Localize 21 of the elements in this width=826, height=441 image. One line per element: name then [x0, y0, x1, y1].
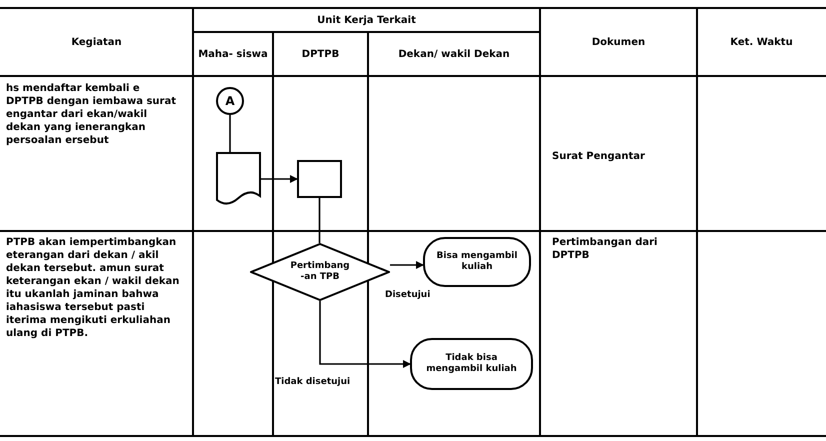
arrow [319, 301, 411, 368]
document-text: Pertimbangan dari DPTPB [552, 237, 658, 261]
activity-text: PTPB akan iempertimbangkan eterangan dari dekan / akil dekan tersebut. amun surat keterangan ekan / wakil dekan itu ukanlah jaminan bahwa iahasiswa tersebut pasti iterima mengikuti erkuliahan ulang di PTPB. [6, 237, 180, 339]
column-header: Kegiatan [71, 36, 122, 48]
arrow [261, 175, 298, 183]
column-header: Dekan/ wakil Dekan [398, 48, 510, 60]
document-symbol [216, 152, 261, 206]
column-header: Unit Kerja Terkait [317, 14, 416, 26]
activity-text: hs mendaftar kembali e DPTPB dengan iembawa surat engantar dari ekan/wakil dekan yang ienerangkan persoalan ersebut [6, 83, 176, 146]
connector-circle: A [216, 87, 244, 115]
column-header: Ket. Waktu [730, 36, 793, 48]
terminator-shape: Bisa mengambil kuliah [423, 237, 531, 287]
edge-label: Disetujui [384, 290, 432, 300]
document-text: Surat Pengantar [552, 151, 645, 162]
process-box [297, 160, 342, 198]
edge-label: Tidak disetujui [274, 377, 352, 387]
terminator-shape: Tidak bisa mengambil kuliah [410, 338, 533, 390]
column-header: Maha- siswa [198, 48, 268, 60]
column-header: DPTPB [302, 48, 340, 60]
arrow [390, 261, 424, 269]
column-header: Dokumen [592, 36, 646, 48]
